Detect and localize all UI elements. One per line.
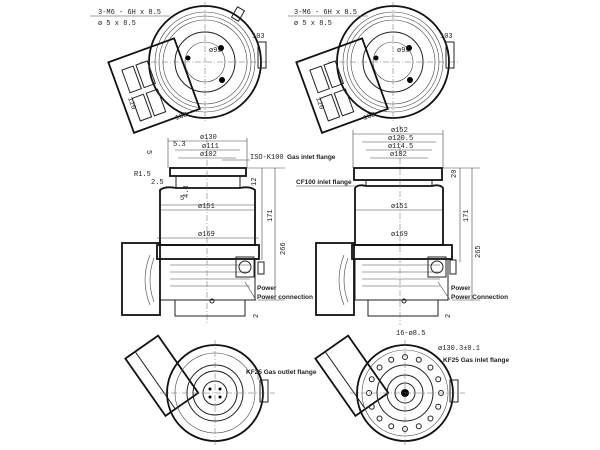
hole-label: ø 5 x 8.5: [98, 20, 136, 28]
bottom-view-right: 16-ø8.5 ø130.3±0.1 KF25 Gas inlet flange: [314, 330, 509, 445]
cf100-inlet-label: CF100 inlet flange: [296, 179, 352, 186]
dim-d130: ø130: [200, 134, 217, 142]
dim-171: 171: [463, 209, 471, 222]
top-view-right: 3-M6 - 6H x 8.5 ø 5 x 8.5 ø95 103 120 13…: [288, 2, 458, 134]
top-view-left: 3-M6 - 6H x 8.5 ø 5 x 8.5 ø95 103 120 13…: [90, 2, 270, 134]
bolt-hole: [368, 403, 375, 410]
dim-20: 20: [451, 170, 459, 178]
dim-d120-5: ø120.5: [388, 135, 413, 143]
length-dim: 132: [174, 111, 189, 123]
bolt-hole: [415, 356, 422, 363]
dim-12: 12: [251, 178, 259, 186]
power-label: Power: [257, 285, 277, 292]
dim-266: 266: [280, 242, 288, 255]
bolt-hole: [368, 376, 375, 383]
dim-d151: ø151: [391, 203, 408, 211]
dim-5b: 5: [180, 195, 184, 203]
side-view-right: ø152 ø120.5 ø114.5 ø102 20 ø151 ø169 171…: [296, 125, 508, 325]
bolt-hole: [427, 364, 434, 371]
kf25-inlet-label: KF25 Gas inlet flange: [443, 357, 509, 364]
bolt-hole: [415, 423, 422, 430]
bolt-hole: [376, 415, 383, 422]
dim-d169: ø169: [391, 231, 408, 239]
dim-5: 5: [144, 150, 152, 154]
length-dim: 132: [362, 111, 377, 123]
height-dim: 120: [313, 96, 325, 111]
dim-171: 171: [267, 209, 275, 222]
dim-d151: ø151: [198, 203, 215, 211]
dim-d102: ø102: [200, 151, 217, 159]
dim-d111: ø111: [202, 143, 219, 151]
bolt-hole: [435, 376, 442, 383]
hole-count-label: 16-ø8.5: [396, 330, 425, 338]
hole-label: ø 5 x 8.5: [294, 20, 332, 28]
dim-2: 2: [445, 314, 453, 318]
dim-d152: ø152: [391, 127, 408, 135]
dim-d114-5: ø114.5: [388, 143, 413, 151]
bolt-hole: [388, 423, 395, 430]
dim-4-3: 4.3: [183, 185, 191, 198]
bolt-hole: [427, 415, 434, 422]
side-view-left: ø130 5.3 ø111 ø102 5 R1.5 2.5 5 4.3 12 ø…: [121, 134, 336, 325]
dim-2: 2: [253, 314, 261, 318]
bottom-view-left: KF25 Gas outlet flange: [124, 334, 317, 445]
gas-inlet-label: Gas inlet flange: [287, 154, 336, 161]
inlet-flange-type: ISO-K100: [250, 154, 284, 162]
bolt-hole: [435, 403, 442, 410]
thread-label: 3-M6 - 6H x 8.5: [98, 9, 161, 17]
dim-d102: ø102: [390, 151, 407, 159]
bolt-hole: [388, 356, 395, 363]
height-dim: 120: [125, 96, 137, 111]
kf25-outlet-label: KF25 Gas outlet flange: [246, 369, 317, 376]
width-dim: 103: [252, 33, 265, 41]
dim-2-5: 2.5: [151, 179, 164, 187]
diameter-label: ø95: [397, 47, 410, 55]
width-dim: 103: [440, 33, 453, 41]
power-connection-label: Power connection: [257, 294, 313, 301]
dim-d169: ø169: [198, 231, 215, 239]
dim-265: 265: [475, 245, 483, 258]
diameter-label: ø95: [209, 47, 222, 55]
dim-r1-5: R1.5: [134, 171, 151, 179]
bolt-hole: [376, 364, 383, 371]
thread-label: 3-M6 - 6H x 8.5: [294, 9, 357, 17]
power-label: Power: [451, 285, 471, 292]
power-connection-label: Power Connection: [451, 294, 508, 301]
dim-5-3: 5.3: [173, 141, 186, 149]
pcd-label: ø130.3±0.1: [438, 345, 480, 353]
